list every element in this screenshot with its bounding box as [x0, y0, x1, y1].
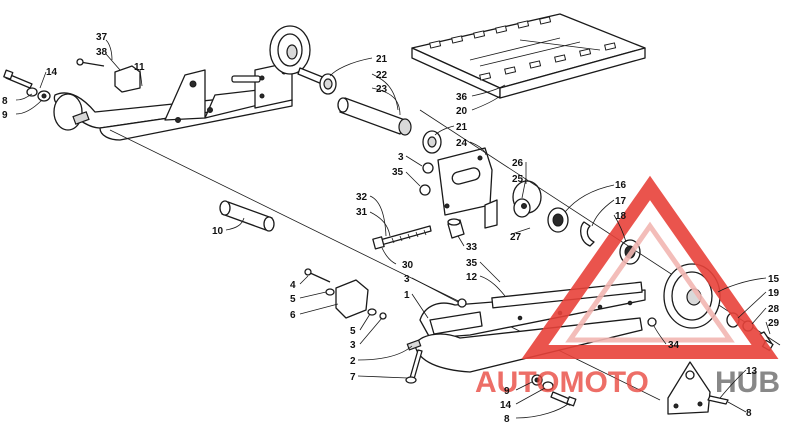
callout-5-right: 5: [350, 326, 356, 337]
callout-3-upper: 3: [398, 152, 404, 163]
spacer-33: [447, 218, 465, 239]
bolt-31-32: [372, 225, 432, 250]
rear-arm-bracket: [164, 69, 259, 123]
callout-4: 4: [290, 280, 296, 291]
rear-idler-assembly: [231, 25, 326, 109]
callout-10: 10: [212, 226, 224, 237]
idler-25-26: [512, 180, 542, 218]
callout-29: 29: [768, 318, 780, 329]
callout-13: 13: [746, 366, 758, 377]
axis-line: [109, 129, 661, 401]
callout-35-lower: 35: [466, 258, 478, 269]
callout-22: 22: [376, 70, 388, 81]
callout-32: 32: [356, 192, 368, 203]
shaft-22-23: [319, 73, 442, 154]
callout-24: 24: [456, 138, 468, 149]
callout-23: 23: [376, 84, 388, 95]
leader-lines: [15, 39, 771, 419]
callout-34: 34: [668, 340, 680, 351]
callout-2: 2: [350, 356, 356, 367]
automotohub-watermark: AUTOMOTO HUB: [475, 175, 780, 399]
callout-labels: 37 38 11 14 8 9 21 22 23 36 20 21 24 3 3…: [2, 32, 780, 425]
block-38: [76, 58, 141, 93]
callout-25: 25: [512, 174, 524, 185]
callout-21-lower: 21: [456, 122, 468, 133]
bolt-7: [405, 349, 423, 384]
callout-14-upper: 14: [46, 67, 58, 78]
callout-7: 7: [350, 372, 356, 383]
callout-33: 33: [466, 242, 478, 253]
callout-37: 37: [96, 32, 108, 43]
callout-21-upper: 21: [376, 54, 388, 65]
bolt-14-lower: [531, 374, 577, 407]
callout-6: 6: [290, 310, 296, 321]
callout-11: 11: [134, 62, 145, 73]
callout-8-upper: 8: [2, 96, 8, 107]
callout-5-left: 5: [290, 294, 296, 305]
callout-19: 19: [768, 288, 780, 299]
watermark-brand-left: AUTOMOTO: [475, 366, 649, 399]
callout-16: 16: [615, 180, 627, 191]
callout-36: 36: [456, 92, 468, 103]
track-belt: [411, 13, 646, 99]
callout-8-lower: 8: [504, 414, 510, 425]
callout-12: 12: [466, 272, 478, 283]
callout-28: 28: [768, 304, 780, 315]
callout-9-lower: 9: [504, 386, 510, 397]
axis-line-2: [419, 109, 781, 346]
callout-17: 17: [615, 196, 627, 207]
watermark-brand-right: HUB: [715, 366, 780, 399]
bracket-13: [667, 361, 729, 415]
callout-3-lower: 3: [350, 340, 356, 351]
callout-9-upper: 9: [2, 110, 8, 121]
callout-27: 27: [510, 232, 522, 243]
callout-18: 18: [615, 211, 627, 222]
callout-35-upper: 35: [392, 167, 404, 178]
callout-14-lower: 14: [500, 400, 512, 411]
callout-31: 31: [356, 207, 368, 218]
callout-26: 26: [512, 158, 524, 169]
callout-1: 1: [404, 290, 410, 301]
callout-3-mid: 3: [404, 274, 410, 285]
callout-15: 15: [768, 274, 780, 285]
plate-24: [419, 147, 498, 229]
tube-10: [219, 200, 275, 232]
callout-38: 38: [96, 47, 108, 58]
callout-8-right: 8: [746, 408, 752, 419]
callout-20: 20: [456, 106, 468, 117]
bolt-14-upper: [3, 69, 51, 102]
callout-30: 30: [402, 260, 414, 271]
